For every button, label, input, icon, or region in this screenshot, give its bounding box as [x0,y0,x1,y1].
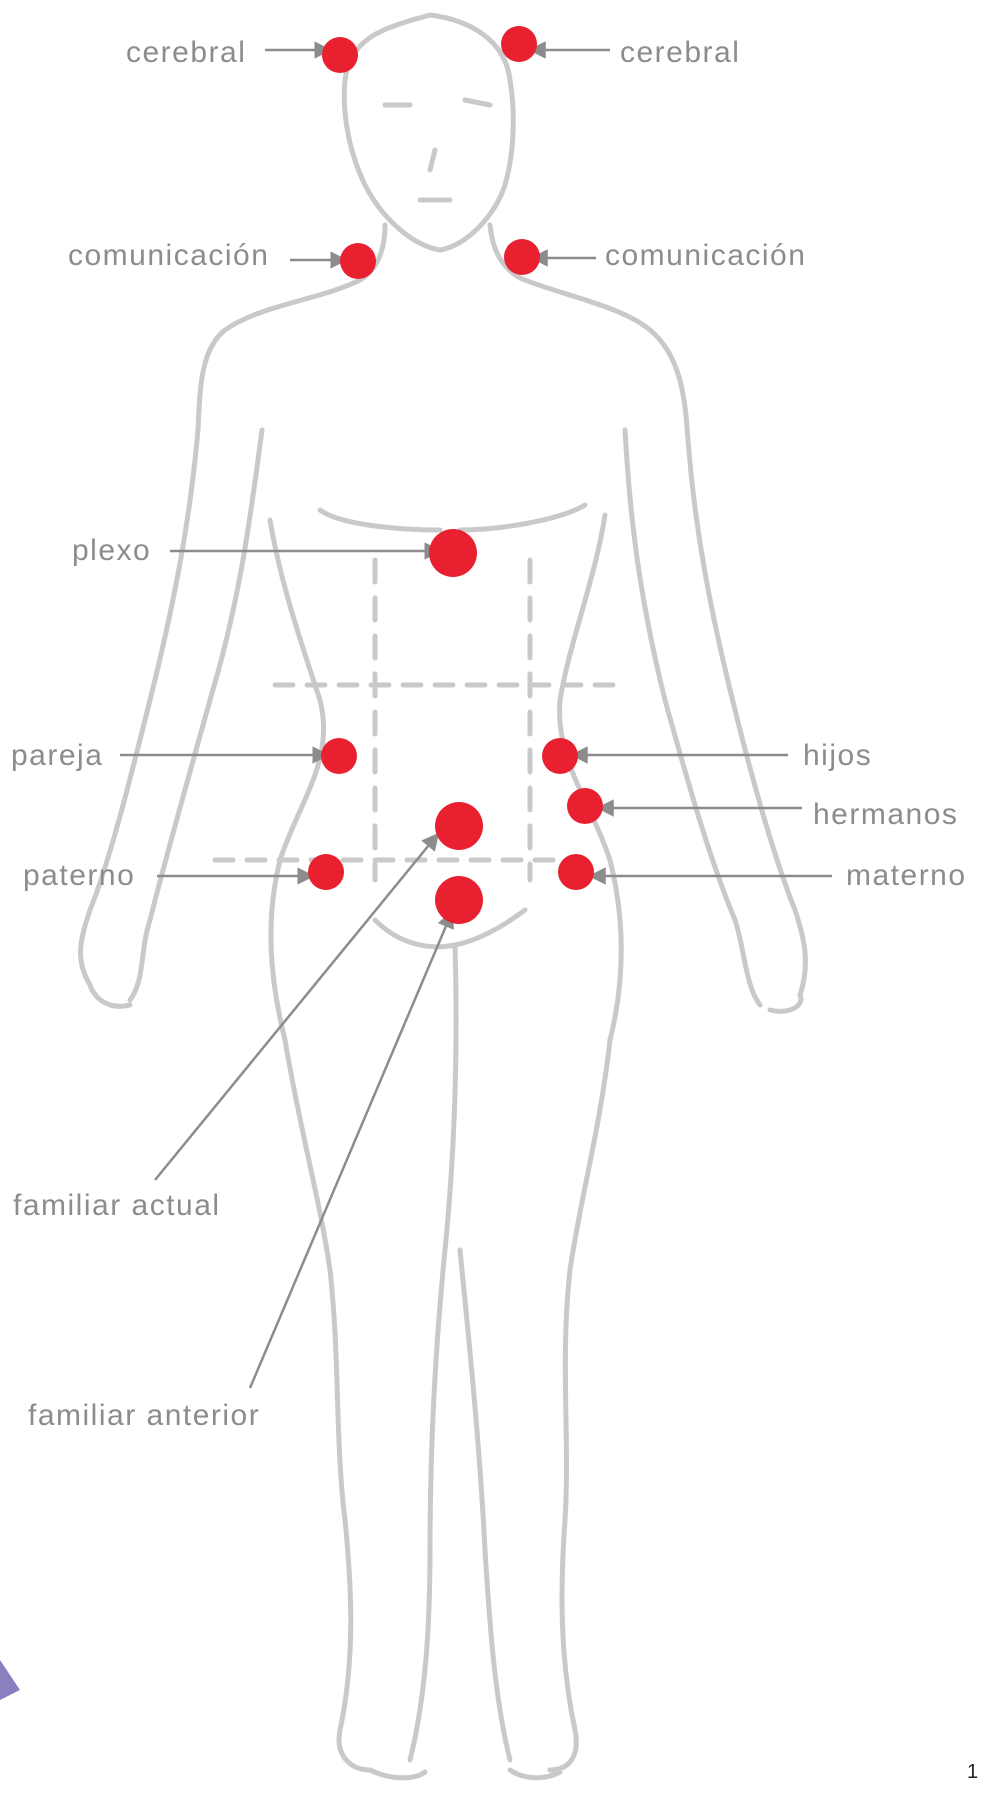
label-materno: materno [846,861,967,891]
label-pareja: pareja [11,741,103,771]
label-hermanos: hermanos [813,800,958,830]
label-familiar-actual: familiar actual [13,1191,221,1221]
label-comunicacion-right: comunicación [605,241,806,271]
label-plexo: plexo [72,536,151,566]
label-cerebral-right: cerebral [620,38,740,68]
label-comunicacion-left: comunicación [68,241,269,271]
page-number: 1 [967,1762,978,1782]
label-paterno: paterno [23,861,135,891]
label-cerebral-left: cerebral [126,38,246,68]
label-hijos: hijos [803,741,872,771]
label-familiar-anterior: familiar anterior [28,1401,260,1431]
corner-mark [0,1660,20,1700]
